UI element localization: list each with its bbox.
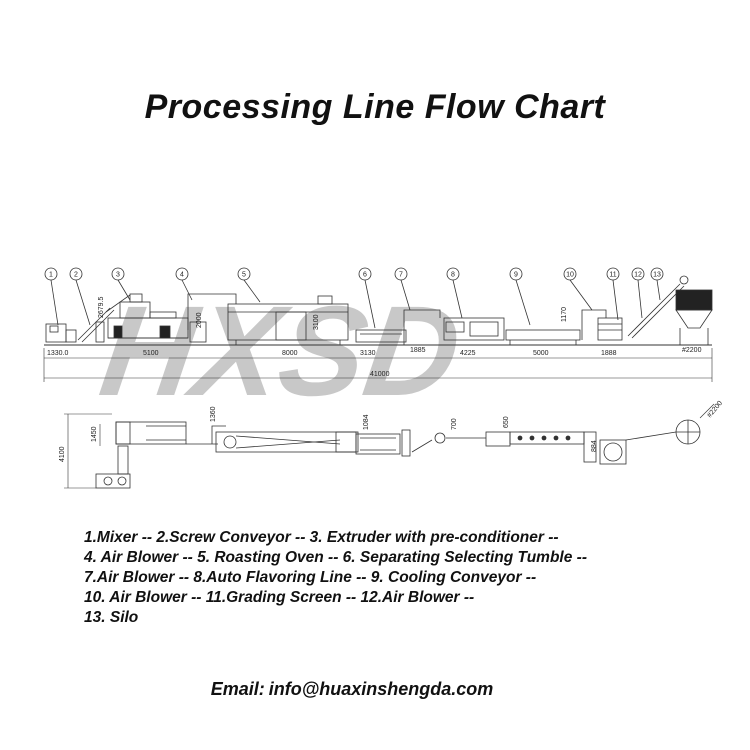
legend-line: 7.Air Blower -- 8.Auto Flavoring Line --… (84, 569, 537, 586)
callout-number: 7 (399, 272, 403, 279)
air-blower-12 (627, 275, 689, 339)
dim-label: 1450 (91, 426, 98, 442)
dim-label: 4225 (460, 350, 476, 357)
dim-label: 1330.0 (47, 350, 69, 357)
plan-extruder-block (115, 421, 187, 445)
callout-number: 9 (514, 272, 518, 279)
callout-number: 5 (242, 272, 246, 279)
plan-view (64, 403, 715, 489)
cooling-conveyor (505, 329, 581, 345)
callout-number: 11 (609, 272, 616, 279)
dim-label: 1170 (561, 307, 568, 322)
tumble-separator (355, 329, 407, 343)
callout-number: 1 (49, 272, 53, 279)
legend-line: 4. Air Blower -- 5. Roasting Oven -- 6. … (84, 549, 587, 566)
page-title: Processing Line Flow Chart (144, 88, 606, 126)
air-blower-7 (403, 309, 441, 345)
callout-number: 2 (74, 272, 78, 279)
callout-number: 10 (566, 272, 574, 279)
dim-label: 5100 (143, 350, 159, 357)
plan-oven (215, 431, 357, 453)
legend-line: 1.Mixer -- 2.Screw Conveyor -- 3. Extrud… (84, 529, 559, 546)
elevation-dimensions: 1330.0 5100 8000 3130 1885 4225 5000 188… (47, 296, 702, 378)
callout-bubbles (44, 267, 664, 329)
callout-number: 8 (451, 272, 455, 279)
dim-label: 1885 (410, 347, 426, 354)
callout-number: 12 (634, 272, 642, 279)
grading-screen (597, 317, 623, 341)
dim-label: 650 (503, 416, 510, 428)
extruder-machine (107, 293, 189, 339)
dim-label: #2200 (682, 347, 702, 354)
dim-label: 3130 (360, 350, 376, 357)
screw-conveyor (77, 294, 131, 343)
dim-label: 700 (451, 418, 458, 430)
dim-label: 3100 (313, 314, 320, 330)
dim-label: 1360 (210, 406, 217, 422)
dim-label: 884 (591, 440, 598, 452)
equipment-legend: 1.Mixer -- 2.Screw Conveyor -- 3. Extrud… (84, 528, 724, 628)
dim-label: 5000 (533, 350, 549, 357)
callout-number: 4 (180, 272, 184, 279)
flavoring-line (443, 317, 505, 341)
legend-line: 10. Air Blower -- 11.Grading Screen -- 1… (84, 589, 475, 606)
callout-numbers: 1 2 3 4 5 6 7 8 9 10 11 12 13 (49, 272, 661, 279)
dim-label: 41000 (370, 371, 390, 378)
contact-email: Email:info@huaxinshengda.com (0, 679, 700, 700)
dim-label: 1888 (601, 350, 617, 357)
callout-number: 13 (653, 272, 661, 279)
elevation-view (43, 267, 713, 382)
dim-label: 2679.5 (98, 296, 105, 318)
dim-label: 4100 (59, 446, 66, 462)
email-address[interactable]: info@huaxinshengda.com (268, 679, 494, 699)
air-blower-4 (187, 293, 237, 343)
roasting-oven (227, 295, 349, 345)
dim-label: 1084 (363, 414, 370, 430)
dim-label: 8000 (282, 350, 298, 357)
callout-number: 3 (116, 272, 120, 279)
air-blower-10 (581, 309, 607, 340)
silo (675, 289, 713, 345)
dim-label: 2000 (196, 312, 203, 328)
mixer-machine (45, 323, 77, 343)
legend-line: 13. Silo (84, 609, 139, 626)
callout-number: 6 (363, 272, 367, 279)
plan-mixer (95, 473, 131, 489)
email-label: Email: (210, 679, 265, 699)
